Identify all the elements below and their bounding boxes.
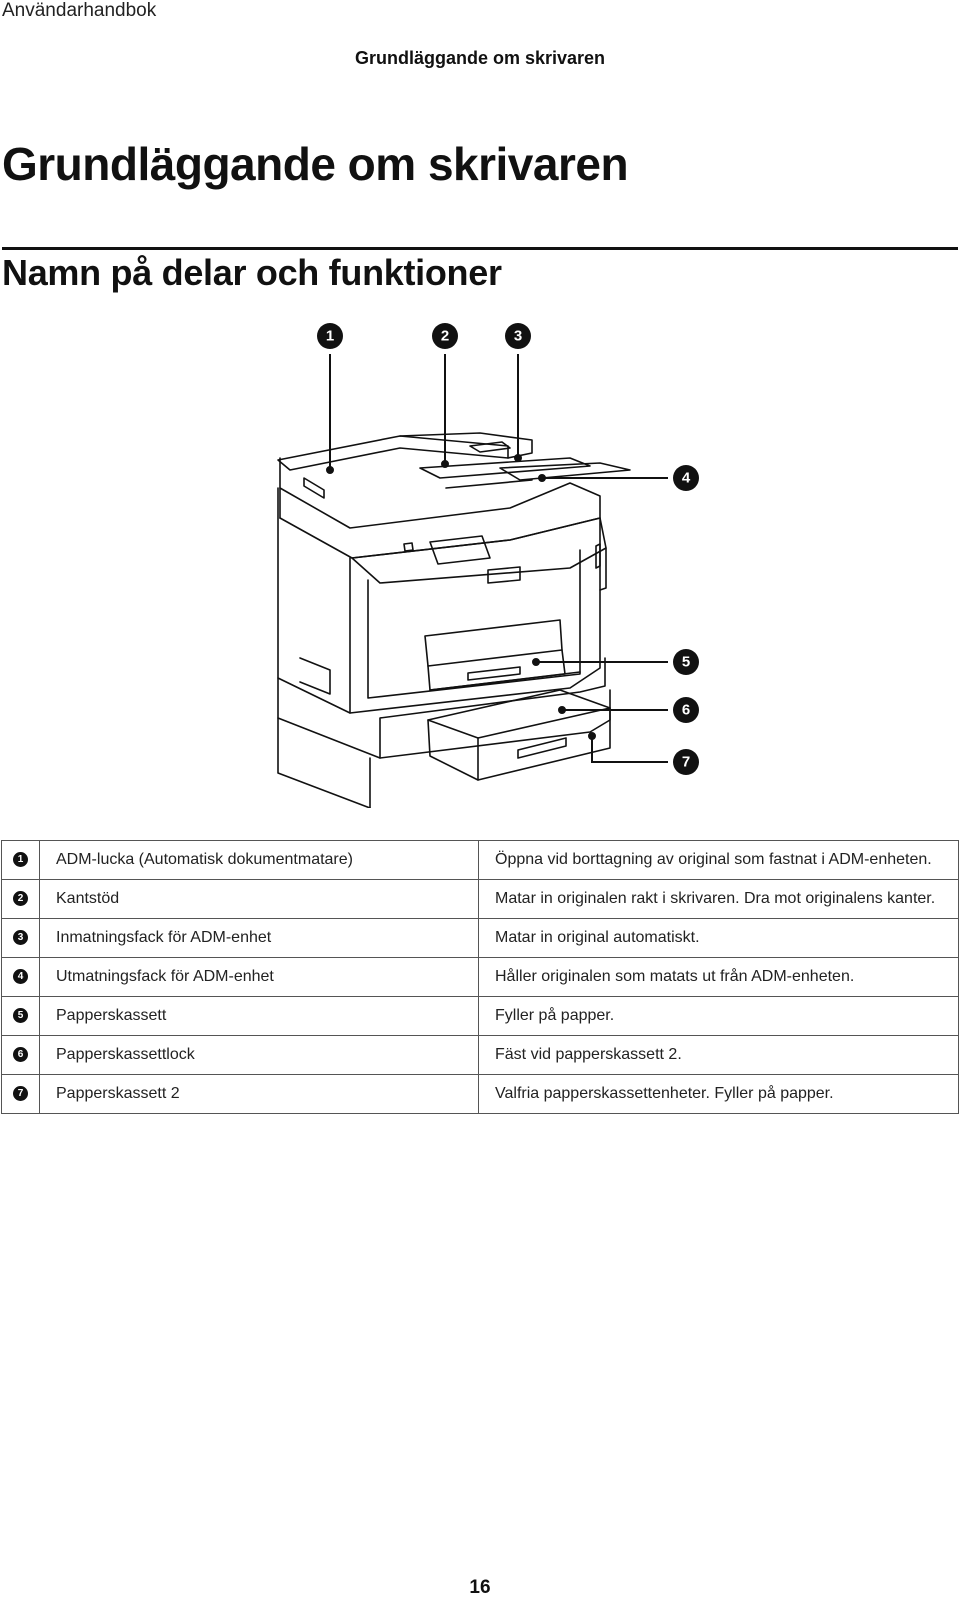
row-number-badge: 4 [13, 969, 28, 984]
paper-cassette-2 [277, 717, 371, 808]
front-label [487, 566, 521, 584]
part-name: Inmatningsfack för ADM-enhet [39, 918, 479, 958]
printer-body [277, 487, 601, 714]
callout-2-badge: 2 [432, 323, 458, 349]
parts-table-body: 1 ADM-lucka (Automatisk dokumentmatare)Öp… [1, 840, 959, 1114]
callout-badges: 1 2 3 4 5 6 7 [317, 323, 699, 775]
part-name: Papperskassettlock [39, 1035, 479, 1075]
row-number-badge: 6 [13, 1047, 28, 1062]
table-row: 1 ADM-lucka (Automatisk dokumentmatare)Öp… [1, 840, 959, 880]
svg-text:4: 4 [682, 470, 691, 487]
adf-output-tray [499, 462, 631, 481]
part-description: Matar in original automatiskt. [478, 918, 959, 958]
part-description: Matar in originalen rakt i skrivaren. Dr… [478, 879, 959, 919]
section-head: Grundläggande om skrivaren [354, 48, 606, 68]
power-button [403, 542, 414, 552]
part-description: Fyller på papper. [478, 996, 959, 1036]
title-rule [2, 247, 958, 250]
row-number-cell: 5 [1, 996, 40, 1036]
section-title: Namn på delar och funktioner [2, 252, 502, 293]
row-number-badge: 2 [13, 891, 28, 906]
printer-diagram: 1 2 3 4 5 6 7 [270, 318, 730, 808]
leader-7 [591, 736, 668, 763]
running-head: Användarhandbok [2, 0, 157, 21]
part-description: Öppna vid borttagning av original som fa… [478, 840, 959, 880]
callout-3-badge: 3 [505, 323, 531, 349]
svg-text:7: 7 [682, 754, 690, 771]
callout-5-badge: 5 [673, 649, 699, 675]
row-number-cell: 3 [1, 918, 40, 958]
row-number-cell: 7 [1, 1074, 40, 1114]
part-name: Papperskassett 2 [39, 1074, 479, 1114]
svg-text:3: 3 [514, 328, 522, 345]
part-name: Papperskassett [39, 996, 479, 1036]
row-number-badge: 7 [13, 1086, 28, 1101]
svg-text:5: 5 [682, 654, 690, 671]
part-name: Utmatningsfack för ADM-enhet [39, 957, 479, 997]
row-number-cell: 4 [1, 957, 40, 997]
printer-illustration [277, 432, 631, 808]
svg-text:1: 1 [326, 328, 334, 345]
row-number-badge: 5 [13, 1008, 28, 1023]
callout-1-badge: 1 [317, 323, 343, 349]
callout-7-badge: 7 [673, 749, 699, 775]
callout-6-badge: 6 [673, 697, 699, 723]
parts-table: 1 ADM-lucka (Automatisk dokumentmatare)Öp… [1, 840, 959, 1114]
row-number-cell: 2 [1, 879, 40, 919]
svg-text:6: 6 [682, 702, 690, 719]
chapter-title: Grundläggande om skrivaren [2, 138, 629, 190]
adf-handle [303, 477, 325, 499]
callout-4-badge: 4 [673, 465, 699, 491]
callout-leaders [326, 354, 668, 763]
adf-input-tray [399, 432, 533, 459]
row-number-badge: 3 [13, 930, 28, 945]
row-number-cell: 1 [1, 840, 40, 880]
svg-text:2: 2 [441, 328, 449, 345]
part-description: Valfria papperskassettenheter. Fyller på… [478, 1074, 959, 1114]
part-description: Fäst vid papperskassett 2. [478, 1035, 959, 1075]
part-name: ADM-lucka (Automatisk dokumentmatare) [39, 840, 479, 880]
page-number: 16 [469, 1577, 491, 1598]
part-description: Håller originalen som matats ut från ADM… [478, 957, 959, 997]
row-number-badge: 1 [13, 852, 28, 867]
part-name: Kantstöd [39, 879, 479, 919]
touch-screen [429, 535, 491, 565]
row-number-cell: 6 [1, 1035, 40, 1075]
